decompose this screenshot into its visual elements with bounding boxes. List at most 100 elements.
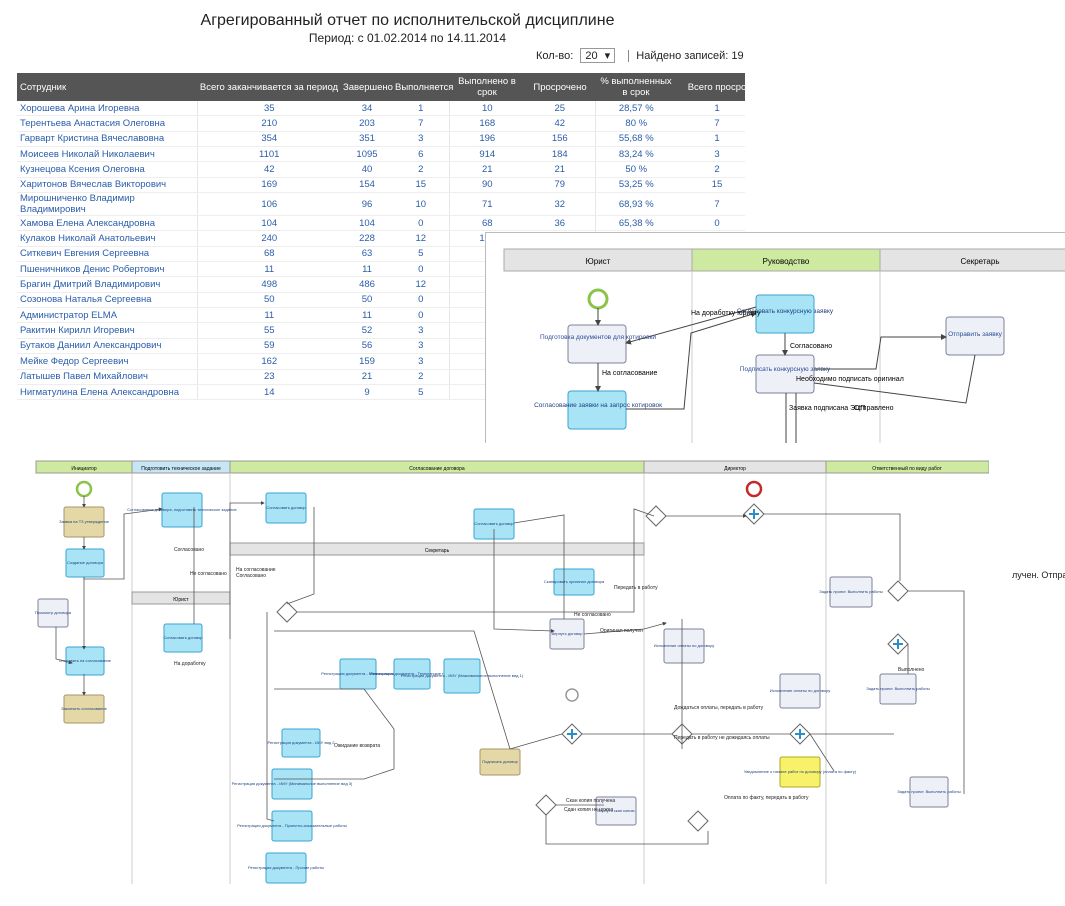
employee-link[interactable]: Администратор ELMA: [17, 307, 197, 324]
table-cell: 1101: [196, 146, 341, 163]
svg-text:Согласовать конкурсную заявку: Согласовать конкурсную заявку: [737, 308, 834, 315]
employee-link[interactable]: Брагин Дмитрий Владимирович: [17, 276, 197, 293]
table-cell: 0: [393, 292, 449, 309]
table-cell: 0: [393, 307, 449, 324]
process-task[interactable]: Заявка на ТЗ утверждение: [59, 506, 110, 538]
task-send-bid[interactable]: Отправить заявку: [945, 316, 1005, 356]
timer-event-icon[interactable]: [565, 688, 579, 702]
table-cell: 0: [393, 215, 449, 232]
employee-link[interactable]: Мирошниченко Владимир Владимирович: [17, 192, 197, 217]
start-event-icon[interactable]: [75, 480, 93, 498]
task-label: Задать проект. Выполнить работы: [866, 686, 930, 691]
task-label: Согласовать договор: [266, 505, 306, 510]
process-task[interactable]: Вернуть скан копию: [595, 796, 637, 826]
employee-link[interactable]: Харитонов Вячеслав Викторович: [17, 177, 197, 194]
table-cell: 56: [341, 338, 393, 355]
start-event-icon[interactable]: [587, 288, 609, 310]
process-task[interactable]: Регистрация документа - ИИУ (Минимальное…: [232, 768, 353, 800]
employee-link[interactable]: Хамова Елена Александровна: [17, 215, 197, 232]
process-task[interactable]: Задать проект. Выполнить работы: [866, 673, 930, 705]
process-task[interactable]: Регистрация документа - Технические план…: [370, 658, 454, 690]
column-header[interactable]: Завершено: [341, 73, 393, 101]
table-cell: 1: [393, 101, 449, 117]
process-task[interactable]: Исполнение оплаты по договору: [770, 673, 831, 709]
process-task[interactable]: Подписать договор: [479, 748, 521, 776]
employee-link[interactable]: Гарварт Кристина Вячеславовна: [17, 131, 197, 148]
process-task[interactable]: Исполнение оплаты по договору: [654, 628, 715, 664]
task-label: Создание договора: [67, 560, 104, 565]
process-task[interactable]: Уведомление о начале работ по договору (…: [744, 756, 857, 788]
process-task[interactable]: Согласовать договор: [163, 623, 203, 653]
process-task[interactable]: Отправить на согласование: [59, 646, 112, 676]
table-cell: 486: [341, 276, 393, 293]
table-cell: 159: [341, 353, 393, 370]
employee-link[interactable]: Моисеев Николай Николаевич: [17, 146, 197, 163]
process-task[interactable]: Задать проект. Выполнить работы: [819, 576, 883, 608]
process-task[interactable]: Создание договора: [65, 548, 105, 578]
process-task[interactable]: Согласование договора, подготовить техни…: [127, 492, 237, 528]
table-cell: 63: [341, 246, 393, 263]
table-cell: 351: [341, 131, 393, 148]
employee-link[interactable]: Созонова Наталья Сергеевна: [17, 292, 197, 309]
process-task[interactable]: Регистрация документа - ИИУ вид 2: [268, 728, 336, 758]
table-cell: 53,25 %: [594, 177, 677, 194]
process-task[interactable]: Регистрация документа - ИИУ (Максимально…: [401, 658, 524, 694]
table-cell: 36: [525, 215, 595, 232]
column-header[interactable]: % выполненных в срок: [595, 73, 677, 101]
flow-label: Передать в работу: [614, 585, 658, 591]
task-prepare-docs[interactable]: Подготовка документов для котировки: [540, 324, 656, 364]
process-task[interactable]: Сканировать оригинал договора: [544, 568, 605, 596]
employee-link[interactable]: Хорошева Арина Игоревна: [17, 101, 197, 117]
process-task[interactable]: Регистрация документа - Прочие работы: [248, 852, 324, 884]
table-cell: 168: [448, 115, 525, 132]
employee-link[interactable]: Ракитин Кирилл Игоревич: [17, 322, 197, 339]
table-cell: 21: [525, 161, 595, 178]
lane-header-lawyer: Юрист: [586, 257, 611, 266]
employee-link[interactable]: Латышев Павел Михайлович: [17, 369, 197, 385]
employee-link[interactable]: Бутаков Даниил Александрович: [17, 338, 197, 355]
table-cell: 498: [196, 276, 341, 293]
column-header[interactable]: Выполнено в срок: [449, 73, 525, 101]
table-cell: 203: [341, 115, 393, 132]
task-label: Исполнение оплаты по договору: [770, 688, 831, 693]
employee-link[interactable]: Кулаков Николай Анатольевич: [17, 230, 197, 247]
process-task[interactable]: Согласовать договор: [265, 492, 307, 524]
employee-link[interactable]: Терентьева Анастасия Олеговна: [17, 115, 197, 132]
table-cell: 1: [677, 101, 745, 117]
employee-link[interactable]: Ситкевич Евгения Сергеевна: [17, 246, 197, 263]
table-cell: 96: [341, 192, 393, 217]
sub-lane-header: Юрист: [173, 597, 189, 603]
flow-label: Скан копия получена: [566, 798, 615, 804]
table-cell: 65,38 %: [594, 215, 677, 232]
table-cell: 11: [196, 261, 341, 278]
employee-link[interactable]: Кузнецова Ксения Олеговна: [17, 161, 197, 178]
task-label: Вернуть скан копию: [597, 808, 634, 813]
process-task[interactable]: Просмотр договора: [35, 598, 72, 628]
report-title: Агрегированный отчет по исполнительской …: [200, 12, 615, 29]
process-task[interactable]: Задать проект. Выполнить работы: [897, 776, 961, 808]
employee-link[interactable]: Пшеничников Денис Робертович: [17, 261, 197, 278]
column-header[interactable]: Сотрудник: [17, 73, 197, 101]
column-header[interactable]: Всего заканчивается за период: [197, 73, 341, 101]
table-cell: 169: [196, 177, 341, 194]
flow-label: Ожидание возврата: [334, 743, 380, 749]
table-cell: 1: [677, 131, 745, 148]
task-approve-request[interactable]: Согласование заявки на запрос котировок: [534, 390, 662, 430]
process-task[interactable]: Вернуть договор: [549, 618, 585, 650]
process-task[interactable]: Регистрация документа - Проектно-изыскат…: [237, 810, 347, 842]
employee-link[interactable]: Мейке Федор Сергеевич: [17, 353, 197, 370]
task-sign-bid[interactable]: Подписать конкурсную заявку: [740, 354, 831, 394]
table-cell: 6: [393, 146, 449, 163]
employee-link[interactable]: Нигматулина Елена Александровна: [17, 384, 197, 400]
count-select[interactable]: 20 ▾: [580, 48, 616, 63]
column-header[interactable]: Всего просро: [677, 73, 745, 101]
table-cell: 42: [196, 161, 341, 178]
process-task[interactable]: Закончить согласование: [61, 694, 108, 724]
task-label: Регистрация документа - ИИУ (Максимально…: [401, 673, 524, 678]
end-event-icon[interactable]: [745, 480, 763, 498]
table-cell: 71: [448, 192, 525, 217]
column-header[interactable]: Выполняется: [393, 73, 453, 101]
column-header[interactable]: Просрочено: [525, 73, 595, 101]
